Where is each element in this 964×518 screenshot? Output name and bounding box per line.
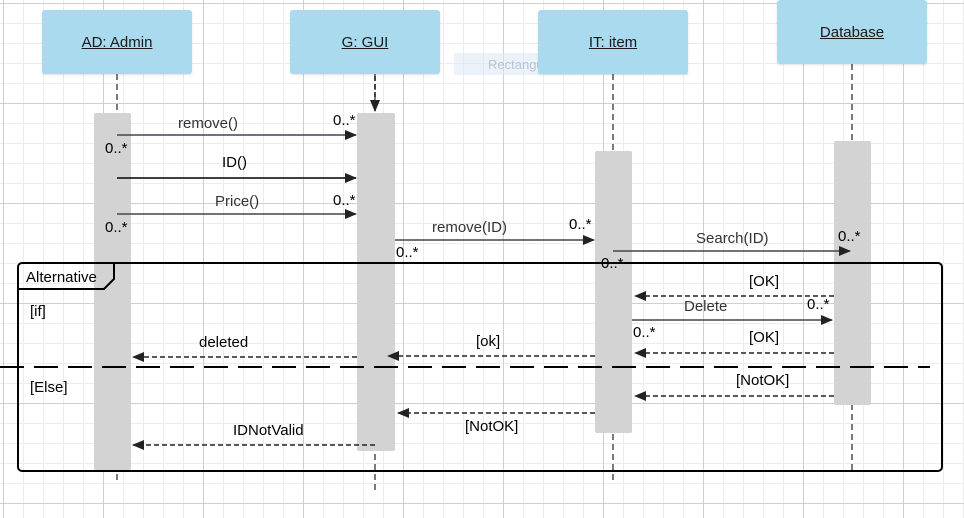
msg-ok1-label: [OK]	[749, 273, 779, 290]
mult-price-source: 0..*	[105, 219, 128, 236]
lifeline-admin-label: AD: Admin	[81, 33, 153, 51]
msg-notok-db-label: [NotOK]	[736, 372, 789, 389]
msg-idnotvalid-label: IDNotValid	[233, 422, 304, 439]
lifeline-gui-box[interactable]: G: GUI	[290, 10, 440, 74]
mult-remove-target: 0..*	[333, 112, 356, 129]
msg-ok2-label: [OK]	[749, 329, 779, 346]
activation-item	[595, 151, 632, 433]
lifeline-database-box[interactable]: Database	[777, 0, 927, 64]
msg-deleted-label: deleted	[199, 334, 248, 351]
mult-price-target: 0..*	[333, 192, 356, 209]
msg-id-label: ID()	[222, 154, 247, 171]
mult-remove-id-target: 0..*	[569, 216, 592, 233]
mult-remove-id-source: 0..*	[396, 244, 419, 261]
alternative-label: Alternative	[26, 269, 97, 286]
alternative-fragment-tab	[18, 263, 115, 290]
msg-notok-item-gui-label: [NotOK]	[465, 418, 518, 435]
msg-price-label: Price()	[215, 193, 259, 210]
lifeline-database-label: Database	[819, 23, 885, 41]
msg-remove-id-label: remove(ID)	[432, 219, 507, 236]
mult-delete-source: 0..*	[633, 324, 656, 341]
msg-delete-label: Delete	[684, 298, 727, 315]
mult-search-source: 0..*	[601, 255, 624, 272]
if-guard: [if]	[30, 303, 46, 320]
activation-gui	[357, 113, 395, 451]
msg-ok-item-gui-label: [ok]	[476, 333, 500, 350]
activation-database	[834, 141, 871, 405]
lifeline-admin-box[interactable]: AD: Admin	[42, 10, 192, 74]
activation-admin	[94, 113, 131, 470]
mult-remove-source: 0..*	[105, 140, 128, 157]
msg-remove-label: remove()	[178, 115, 238, 132]
lifeline-gui-label: G: GUI	[341, 33, 389, 51]
msg-search-id-label: Search(ID)	[696, 230, 769, 247]
mult-search-target: 0..*	[838, 228, 861, 245]
mult-ok1-source: 0..*	[807, 296, 830, 313]
lifeline-item-box[interactable]: IT: item	[538, 10, 688, 74]
else-guard: [Else]	[30, 379, 68, 396]
lifeline-item-label: IT: item	[588, 33, 638, 51]
